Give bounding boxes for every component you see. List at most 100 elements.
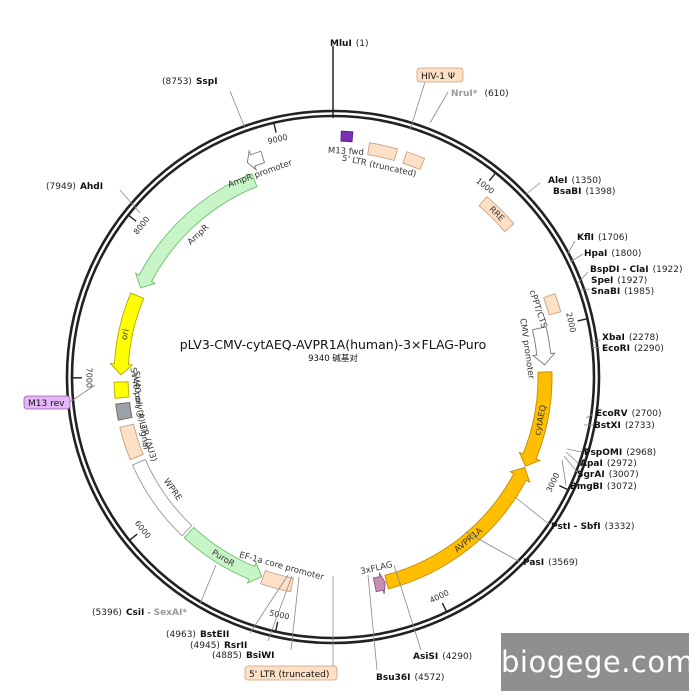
feature-cppt-cts	[543, 292, 562, 316]
site-spei: SpeI(1927)	[591, 276, 647, 286]
feature-sv40-ori	[113, 381, 130, 399]
site-bsu36i: Bsu36I(4572)	[376, 673, 444, 683]
site-bsteii: (4963)BstEII	[166, 630, 229, 640]
tick-label-4000: 4000	[428, 588, 450, 605]
leader-ahdi	[119, 189, 141, 214]
site-rsrii: (4945)RsrII	[190, 641, 247, 651]
leader-psti	[514, 496, 551, 526]
watermark-logo: biogege.com	[501, 633, 694, 691]
feature-hiv-1-	[402, 151, 426, 171]
site-bmgbi: BmgBI(3072)	[570, 482, 637, 492]
site-kfli: KflI(1706)	[577, 233, 628, 243]
site-ecorv: EcoRV(2700)	[596, 409, 662, 419]
tick-label-2000: 2000	[564, 312, 577, 334]
site-alei: AleI(1350)	[548, 176, 601, 186]
tick-1000	[488, 173, 496, 182]
leader-kfli	[566, 240, 576, 256]
site-mlui: MluI(1)	[330, 39, 369, 49]
restriction-site-labels: MluI(1) NruI*(610) AleI(1350) BsaBI(1398…	[46, 39, 683, 683]
feature-3xflag	[372, 572, 386, 595]
backbone-outer-ring	[65, 109, 601, 645]
tick-2000	[577, 318, 587, 322]
tick-label-6000: 6000	[133, 519, 153, 541]
feature-label-ori: ori	[120, 328, 132, 341]
leader-nrui	[429, 91, 449, 124]
feature-rre	[478, 196, 515, 233]
feature-5-ltr-truncated-	[367, 142, 399, 162]
leader-pspomi	[566, 448, 583, 453]
feature-puror	[183, 526, 263, 584]
feature-cmv-promoter	[531, 326, 556, 366]
tick-label-1000: 1000	[474, 176, 496, 196]
hiv1-psi-box	[416, 67, 464, 83]
site-sspi: (8753)SspI	[162, 77, 218, 87]
boxed-labels: HIV-1 Ψ M13 rev 5' LTR (truncated)	[23, 67, 464, 681]
feature-arcs	[109, 130, 562, 595]
feature-ampr	[134, 173, 258, 289]
site-pspomi: PspOMI(2968)	[584, 448, 656, 458]
feature-avpr1a	[384, 466, 531, 590]
feature-label-cppt: cPPT/CTS	[527, 289, 549, 330]
site-csii-sexai: (5396)CsiI-SexAI*	[92, 608, 187, 618]
feature-label-m13fwd: M13 fwd	[328, 146, 365, 158]
m13-rev-box	[23, 395, 71, 410]
feature-m13-fwd	[340, 130, 354, 143]
site-bspdi-clai: BspDI - ClaI(1922)	[590, 265, 683, 275]
leader-asisi	[393, 564, 422, 651]
tick-label-5000: 5000	[268, 608, 290, 621]
tick-label-7000: 7000	[84, 368, 93, 388]
site-bstxi: BstXI(2733)	[594, 421, 655, 431]
m13-rev-text: M13 rev	[28, 399, 65, 409]
leader-bsteii	[249, 574, 289, 634]
tick-8000	[128, 215, 137, 222]
5ltr-bottom-box	[244, 665, 338, 681]
leader-bmgbi	[561, 459, 567, 486]
feature-cytaeq	[518, 371, 553, 467]
leader-bsiwi	[290, 576, 300, 651]
leader-rsrii	[267, 575, 293, 642]
5ltr-bottom-text: 5' LTR (truncated)	[249, 670, 329, 680]
leader-snabi	[579, 288, 591, 291]
site-hpai: HpaI(1800)	[584, 249, 641, 259]
leader-apai	[565, 451, 579, 464]
leader-hiv1	[409, 81, 426, 131]
feature-ampr-promoter	[246, 149, 266, 172]
feature-ori	[109, 292, 145, 376]
site-ahdi: (7949)AhdI	[46, 182, 103, 192]
tick-label-9000: 9000	[267, 133, 289, 146]
site-snabi: SnaBI(1985)	[591, 287, 654, 297]
leader-bsu36i	[367, 574, 378, 671]
feature-label-sv40-ori: SV40 ori	[131, 371, 143, 407]
leader-sspi	[229, 90, 246, 129]
site-sgrai: SgrAI(3007)	[577, 470, 639, 480]
plasmid-size: 9340 碱基对	[308, 353, 358, 364]
site-bsiwi: (4885)BsiWI	[212, 651, 275, 661]
site-apai: ApaI(2972)	[580, 459, 637, 469]
tick-label-8000: 8000	[132, 215, 152, 237]
site-xbai: XbaI(2278)	[602, 333, 659, 343]
leader-sgrai	[563, 455, 579, 474]
site-psti-sbfi: PstI - SbfI(3332)	[551, 522, 635, 532]
leader-csii	[199, 564, 217, 605]
site-leader-lines	[69, 46, 601, 671]
tick-3000	[558, 484, 568, 491]
leader-ecori	[591, 346, 601, 349]
feature-3-ltr-u3-	[119, 423, 144, 461]
leader-bspdi	[577, 271, 589, 284]
leader-xbai	[591, 339, 601, 343]
hiv1-psi-text: HIV-1 Ψ	[421, 72, 455, 82]
site-ecori: EcoRI(2290)	[602, 344, 664, 354]
tick-5000	[275, 621, 279, 631]
leader-hpai	[569, 253, 584, 263]
site-bsabi: BsaBI(1398)	[553, 187, 615, 197]
feature-ef-1a-core-promoter	[260, 569, 294, 593]
feature-wpre	[131, 458, 193, 537]
leader-alei	[524, 182, 541, 196]
site-nrui: NruI*(610)	[451, 89, 509, 99]
leader-pasi	[465, 531, 521, 563]
tick-4000	[441, 602, 447, 612]
feature-sv40-poly-a-signal	[115, 401, 133, 421]
site-asisi: AsiSI(4290)	[413, 652, 472, 662]
tick-label-3000: 3000	[545, 471, 562, 493]
